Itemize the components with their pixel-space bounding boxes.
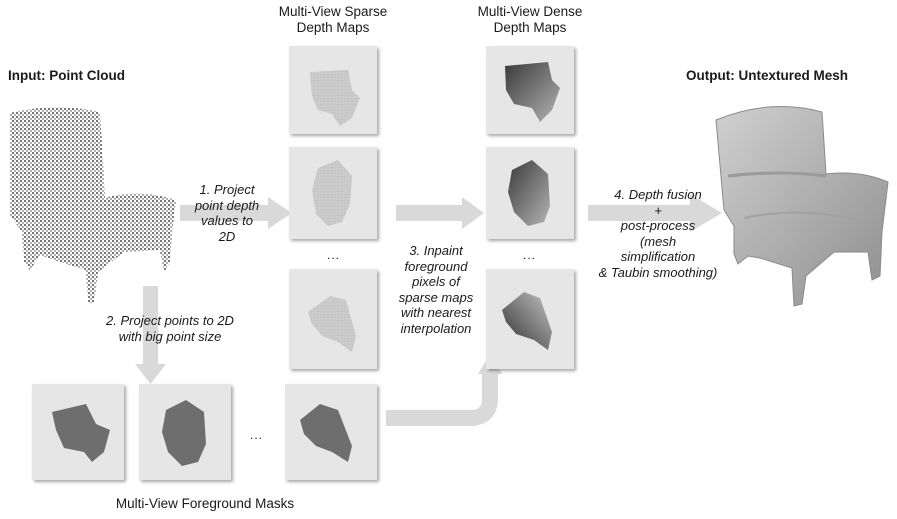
output-heading: Output: Untextured Mesh: [686, 68, 848, 83]
step4-line1: 4. Depth fusion: [614, 187, 702, 202]
step4-caption: 4. Depth fusion + post-process (mesh sim…: [584, 187, 732, 281]
sparse-ellipsis: ...: [327, 248, 341, 262]
dense-frame-2: [486, 147, 574, 239]
mask-frame-1: [32, 384, 124, 480]
dense-frame-1: [486, 46, 574, 134]
step3-line5: with nearest: [400, 305, 472, 321]
arrow-step1: [180, 197, 292, 229]
step3-line3: pixels of: [412, 274, 460, 290]
step3-line2: foreground: [404, 258, 468, 274]
step2-caption: 2. Project points to 2D with big point s…: [82, 313, 258, 344]
mask-ellipsis: ...: [250, 428, 264, 442]
arrow-mask-to-dense: [386, 354, 502, 426]
sparse-heading-line1: Multi-View Sparse: [278, 4, 388, 19]
step1-line3: values to: [200, 213, 254, 229]
dense-frame-3: [486, 269, 574, 369]
sparse-frame-1: [289, 46, 377, 134]
sparse-frame-2: [289, 147, 377, 239]
step4-line3: post-process: [620, 218, 696, 234]
dense-heading-line1: Multi-View Dense: [477, 4, 583, 19]
mask-frame-2: [139, 384, 231, 480]
dense-heading-line2: Depth Maps: [493, 19, 567, 35]
step3-caption: 3. Inpaint foreground pixels of sparse m…: [383, 243, 489, 337]
mesh-chair: [715, 106, 889, 307]
input-heading: Input: Point Cloud: [8, 68, 125, 83]
mask-frame-3: [285, 384, 377, 480]
step4-line2: +: [654, 202, 662, 218]
step4-line4: (mesh: [639, 233, 677, 249]
step2-line1: 2. Project points to 2D: [106, 313, 234, 328]
step4-line5: simplification: [620, 249, 696, 265]
step1-line2: point depth: [194, 197, 260, 213]
point-cloud-chair: [10, 107, 176, 304]
dense-ellipsis: ...: [523, 248, 537, 262]
step3-line1: 3. Inpaint: [409, 243, 463, 258]
sparse-heading-line2: Depth Maps: [296, 19, 370, 35]
step1-line4: 2D: [218, 228, 236, 244]
step3-line4: sparse maps: [398, 289, 474, 305]
masks-heading: Multi-View Foreground Masks: [115, 496, 295, 511]
step4-line6: & Taubin smoothing): [598, 264, 718, 280]
sparse-heading: Multi-View Sparse Depth Maps: [262, 4, 404, 36]
sparse-frame-3: [289, 269, 377, 369]
step1-line1: 1. Project: [199, 182, 255, 197]
arrow-step2: [135, 286, 166, 384]
step1-caption: 1. Project point depth values to 2D: [184, 182, 270, 244]
step2-line2: with big point size: [118, 328, 222, 344]
arrow-step4: [588, 194, 722, 232]
arrow-step3: [396, 197, 484, 229]
dense-heading: Multi-View Dense Depth Maps: [460, 4, 600, 36]
step3-line6: interpolation: [400, 320, 472, 336]
